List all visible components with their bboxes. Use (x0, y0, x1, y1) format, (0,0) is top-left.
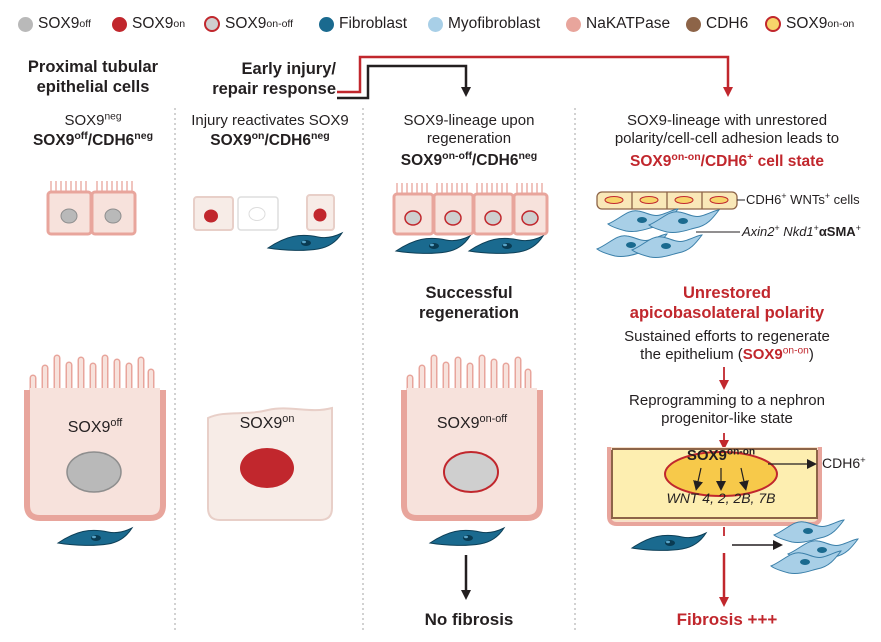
col1-small-cells (46, 181, 137, 236)
col4-cdh6-cells (596, 191, 745, 259)
col2-cell-label: SOX9on (239, 413, 295, 432)
fibroblast-swatch-icon (319, 16, 334, 32)
col1-large-cell (24, 354, 166, 546)
col1-title: Proximal tubular epithelial cells (27, 58, 159, 96)
col4-wnt-label: WNT 4, 2, 2B, 7B (666, 490, 776, 506)
col1-state: SOX9off/CDH6neg (32, 130, 154, 149)
col2-state: SOX9on/CDH6neg (210, 130, 330, 149)
col4-unrestored-polarity: Unrestored apicobasolateral polarity (629, 284, 825, 322)
myofibroblast-swatch-icon (428, 16, 443, 32)
sox9-on-off-swatch-icon (204, 16, 220, 32)
cdh6-swatch-icon (686, 16, 701, 32)
col3-subtitle: SOX9-lineage upon regeneration (403, 112, 535, 147)
col3-cell-label: SOX9on-off (436, 413, 508, 432)
col4-reprogramming: Reprogramming to a nephron progenitor-li… (629, 392, 825, 427)
legend-item-cdh6: CDH6 (686, 12, 748, 36)
col4-nucleus-label: SOX9on-on (686, 446, 756, 464)
col3-state: SOX9on-off/CDH6neg (400, 150, 538, 169)
col2-small-cells (193, 194, 343, 251)
col4-sustained-efforts: Sustained efforts to regenerate the epit… (624, 328, 830, 363)
col4-final-fibrosis: Fibrosis +++ (676, 610, 778, 629)
col1-subtitle: SOX9neg (64, 111, 122, 129)
arrow-to-fibrosis-branch (337, 55, 733, 97)
col4-state: SOX9on-on/CDH6+ cell state (630, 151, 824, 170)
col3-small-cells (392, 183, 549, 254)
col4-cdh6-plus-label: CDH6+ (822, 454, 866, 471)
arrow-to-regeneration-branch (337, 64, 471, 100)
col2-subtitle: Injury reactivates SOX9 (191, 112, 349, 129)
col4-axin2-label: Axin2+ Nkd1+αSMA+ (742, 223, 861, 239)
nakatpase-swatch-icon (566, 16, 581, 32)
legend-item-nakatpase: NaKATPase (566, 12, 670, 36)
col3-large-cell (401, 354, 543, 546)
sox9-on-swatch-icon (112, 16, 127, 32)
col4-cdh6-wnt-label: CDH6+ WNTs+ cells (746, 191, 860, 207)
legend-item-myofibroblast: Myofibroblast (428, 12, 540, 36)
col3-final-no-fibrosis: No fibrosis (424, 610, 514, 629)
sox9-off-swatch-icon (18, 16, 33, 32)
col4-fibroblast-activation (631, 519, 859, 607)
col4-reprogrammed-cell (607, 447, 822, 526)
col1-cell-label: SOX9off (67, 417, 123, 436)
col3-outcome: Successful regeneration (419, 284, 519, 322)
legend-item-fibroblast: Fibroblast (319, 12, 407, 36)
col2-large-cell (207, 406, 333, 521)
col4-subtitle: SOX9-lineage with unrestored polarity/ce… (614, 112, 840, 147)
sox9-on-on-swatch-icon (765, 16, 781, 32)
col2-header: Early injury/ repair response (212, 60, 336, 98)
